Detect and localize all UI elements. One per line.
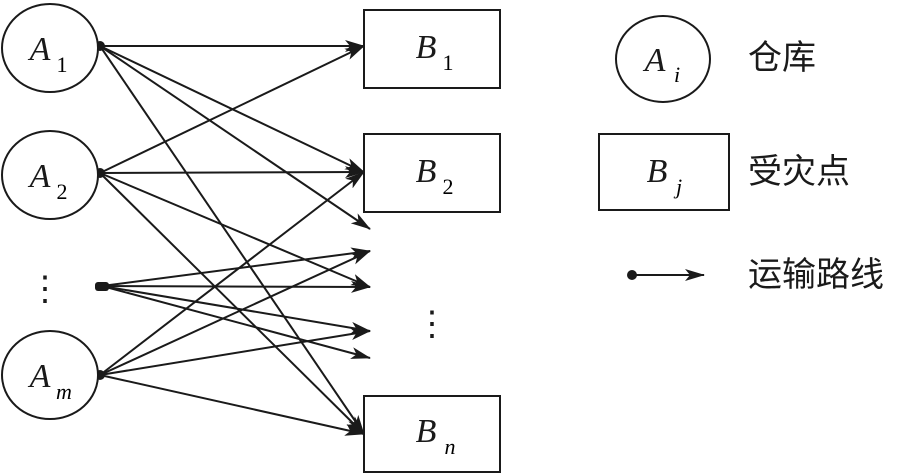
route-adots-to-mid2 — [101, 247, 371, 287]
svg-text:1: 1 — [57, 52, 68, 77]
warehouse-node-a1: A 1 — [1, 3, 99, 93]
svg-text:B: B — [416, 153, 437, 190]
svg-text:B: B — [647, 153, 668, 190]
warehouse-node-a2: A 2 — [1, 130, 99, 220]
warehouse-node-am: A m — [1, 330, 99, 420]
route-origin-ellipsis — [95, 282, 109, 291]
svg-text:B: B — [416, 29, 437, 66]
route-a1-to-bn — [99, 45, 365, 435]
svg-text:A: A — [28, 358, 51, 395]
route-adots-to-mid4 — [101, 285, 371, 334]
legend-warehouse-symbol: A i — [615, 15, 711, 103]
route-am-to-mid4 — [99, 328, 371, 376]
svg-text:B: B — [416, 413, 437, 450]
route-am-to-bn — [99, 374, 365, 436]
svg-text:A: A — [28, 158, 51, 195]
svg-text:A: A — [28, 31, 51, 68]
svg-text:2: 2 — [443, 174, 454, 199]
svg-text:1: 1 — [443, 50, 454, 75]
svg-text:j: j — [673, 174, 682, 199]
legend-warehouse-label: 仓库 — [748, 38, 816, 78]
svg-text:m: m — [56, 379, 72, 404]
disaster-node-b2: B 2 — [363, 133, 501, 213]
route-a2-to-b1 — [99, 45, 365, 174]
legend-disaster-label: 受灾点 — [748, 152, 850, 192]
svg-text:2: 2 — [57, 179, 68, 204]
warehouse-ellipsis: ⋮ — [28, 271, 62, 308]
disaster-ellipsis: ⋮ — [415, 306, 449, 343]
route-a2-to-mid3 — [99, 172, 371, 288]
svg-text:i: i — [674, 62, 680, 87]
disaster-node-b1: B 1 — [363, 9, 501, 89]
legend-route-symbol — [627, 269, 705, 281]
legend-route-label: 运输路线 — [748, 255, 884, 295]
transport-routes — [95, 40, 371, 436]
svg-text:A: A — [643, 42, 666, 79]
route-am-to-b2 — [99, 171, 365, 376]
route-a2-to-b2 — [99, 166, 365, 179]
route-adots-to-mid3 — [101, 280, 371, 293]
route-adots-to-mid5 — [101, 285, 371, 359]
route-am-to-mid2 — [99, 250, 371, 376]
legend-disaster-symbol: B j — [598, 133, 730, 211]
svg-text:n: n — [445, 434, 456, 459]
route-a2-to-bn — [99, 172, 365, 435]
legend: A i 仓库 B j 受灾点 运输路线 — [598, 15, 884, 295]
route-a1-to-mid1 — [99, 45, 371, 230]
disaster-node-bn: B n — [363, 395, 501, 473]
